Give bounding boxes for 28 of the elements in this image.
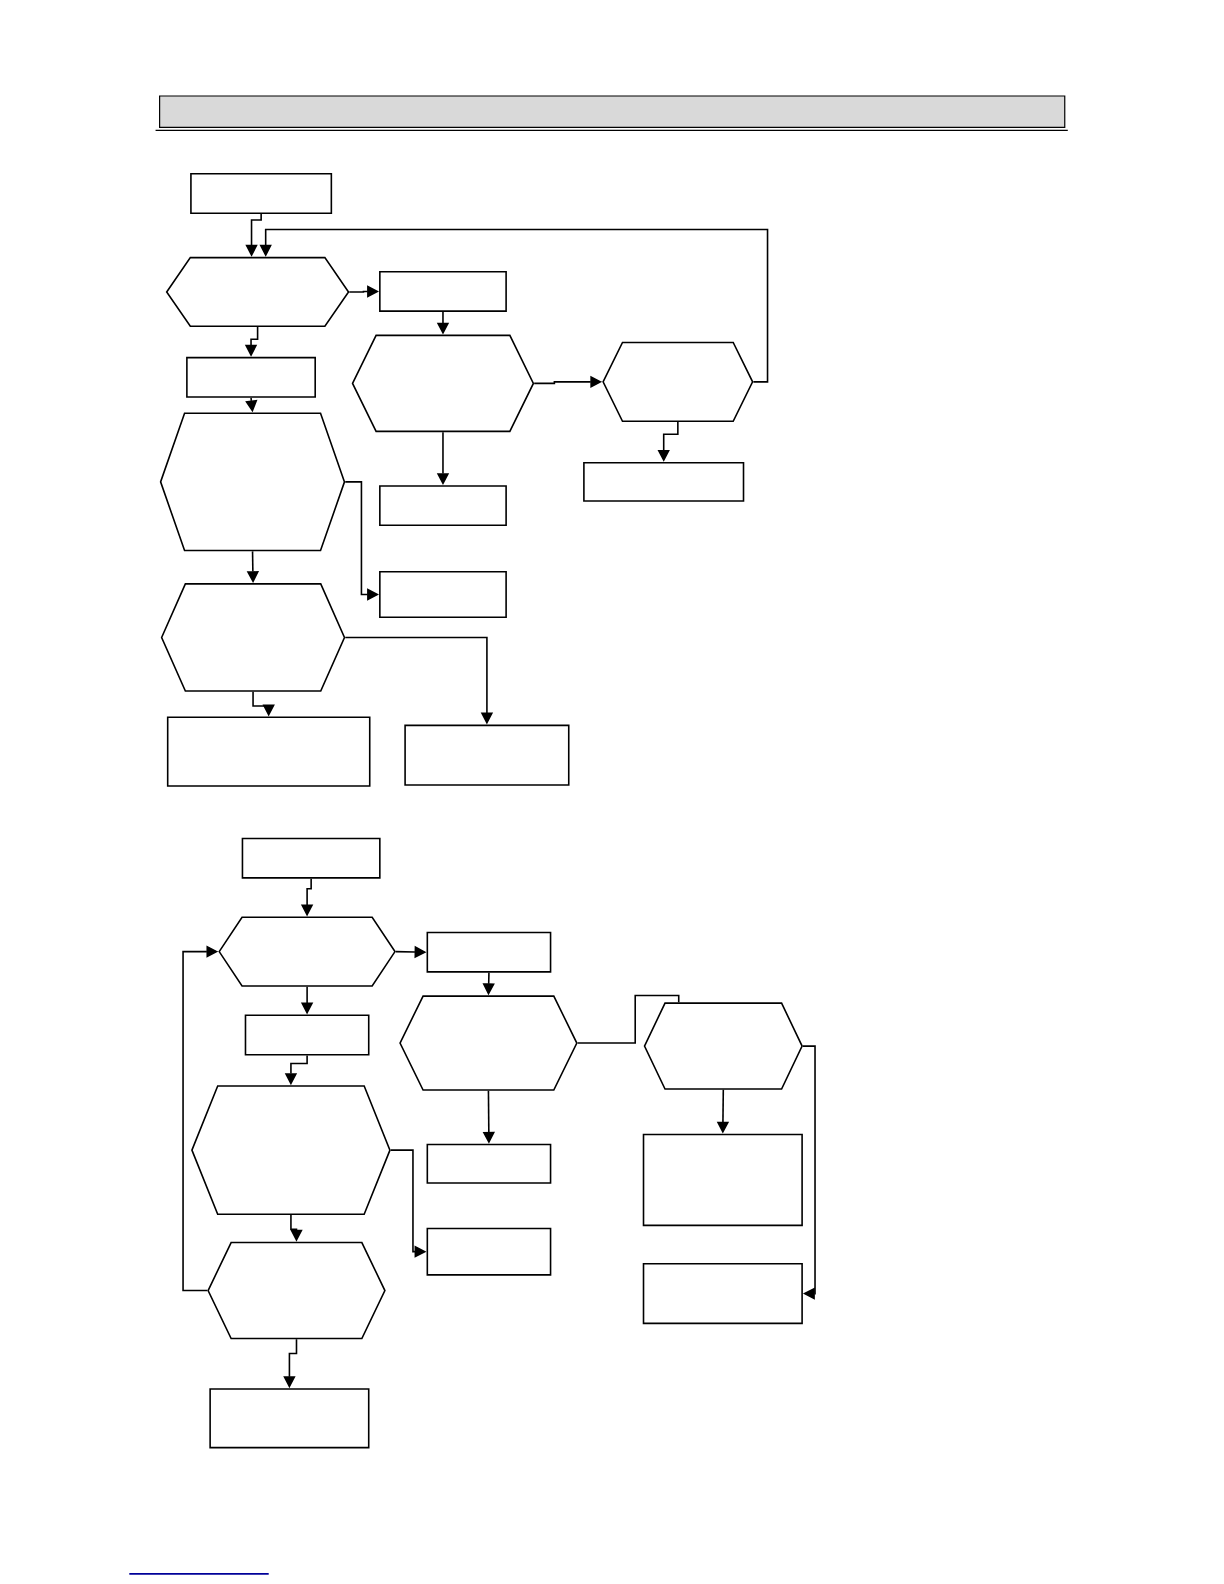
process-box bbox=[244, 1014, 370, 1056]
decision-hexagon bbox=[165, 256, 350, 328]
arrow bbox=[259, 228, 769, 383]
process-box bbox=[241, 837, 381, 879]
decision-hexagon bbox=[218, 916, 396, 987]
process-box bbox=[185, 356, 316, 398]
decision-hexagon bbox=[643, 1002, 803, 1090]
decision-hexagon bbox=[160, 583, 346, 692]
process-box bbox=[166, 716, 371, 787]
decision-hexagon bbox=[351, 334, 535, 433]
process-box bbox=[582, 461, 745, 502]
process-box bbox=[189, 172, 332, 214]
process-box bbox=[378, 571, 507, 619]
process-box bbox=[378, 485, 507, 527]
decision-hexagon bbox=[159, 412, 346, 552]
arrow bbox=[801, 1045, 816, 1300]
process-box bbox=[642, 1263, 803, 1325]
process-box bbox=[426, 1227, 552, 1276]
decision-hexagon bbox=[190, 1085, 391, 1216]
process-box bbox=[209, 1388, 370, 1449]
decision-hexagon bbox=[602, 341, 754, 423]
decision-hexagon bbox=[207, 1241, 386, 1340]
process-box bbox=[404, 724, 570, 786]
process-box bbox=[378, 270, 507, 312]
process-box bbox=[426, 1143, 552, 1184]
decision-hexagon bbox=[399, 995, 578, 1091]
process-box bbox=[642, 1133, 803, 1227]
process-box bbox=[426, 931, 552, 973]
